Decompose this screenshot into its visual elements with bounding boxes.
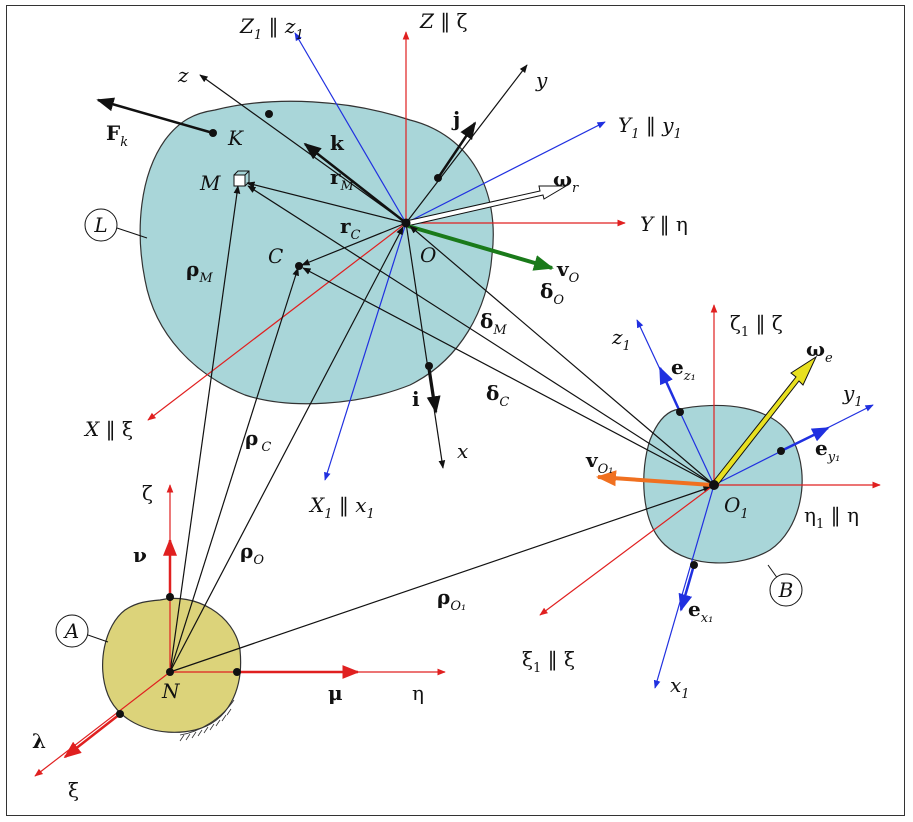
axis-X-xi [147, 222, 407, 421]
label-xi1: ξ1 ‖ ξ [522, 647, 575, 676]
label-body-B: B [767, 564, 803, 607]
label-axis-x: x [457, 439, 468, 463]
unit-ex1 [678, 564, 696, 612]
label-eta1: η1 ‖ η [804, 503, 859, 532]
vector-deltaC [302, 267, 715, 486]
label-axis-Y1-y1: Y1 ‖ y1 [618, 113, 682, 142]
vector-rhoM [169, 185, 241, 673]
label-O1: O1 [724, 493, 749, 522]
label-axis-z: z [177, 63, 189, 87]
label-deltaC: δC [486, 381, 509, 410]
label-body-L: L [84, 208, 148, 242]
label-nu: ν [133, 543, 147, 567]
label-z1: z1 [611, 325, 631, 354]
unit-j [436, 121, 477, 179]
svg-text:B: B [778, 578, 794, 602]
axis-X1-x1 [324, 222, 407, 481]
unit-i [426, 365, 441, 414]
axis-N-xi [34, 671, 171, 777]
axis-Z1-z1 [294, 32, 407, 224]
label-ex1: ex₁ [688, 597, 713, 626]
vector-omega-r [405, 185, 568, 227]
point-M-element-shade [233, 170, 250, 187]
point-M-element [233, 174, 246, 187]
vector-rhoC [169, 267, 299, 673]
label-axis-X-xi: X ‖ ξ [83, 417, 133, 442]
label-rhoO1: ρO₁ [437, 585, 466, 614]
label-rM: rM [330, 165, 355, 194]
vector-rhoO [169, 226, 404, 673]
label-axis-X1-x1: X1 ‖ x1 [308, 493, 375, 522]
vector-deltaM [247, 185, 715, 486]
vector-rM [246, 181, 407, 224]
axis-x1 [653, 484, 715, 689]
label-N-eta: η [412, 681, 424, 705]
points [116, 110, 785, 718]
label-body-A: A [55, 614, 109, 648]
label-unit-k: k [330, 131, 345, 155]
label-K: K [227, 126, 244, 150]
label-unit-i: i [412, 387, 420, 411]
label-Fk: Fk [106, 121, 128, 150]
hatching [179, 699, 235, 742]
vector-rC [301, 222, 407, 266]
label-N-xi: ξ [68, 778, 79, 802]
vector-omega-e [711, 355, 818, 488]
label-deltaO: δO [540, 279, 564, 308]
force-Fk [96, 97, 214, 135]
label-N-zeta: ζ [142, 481, 153, 505]
label-lambda: λ [32, 729, 46, 753]
body-B [643, 404, 803, 564]
label-axis-Z1-z1: Z1 ‖ z1 [239, 14, 304, 43]
axis-xi1 [539, 484, 715, 616]
label-y1: y1 [842, 381, 863, 410]
label-N: N [161, 679, 181, 703]
label-zeta1: ζ1 ‖ ζ [730, 311, 783, 340]
label-ez1: ez₁ [671, 355, 696, 384]
label-rhoM: ρM [186, 257, 213, 286]
label-C: C [268, 244, 283, 268]
label-axis-Y-eta: Y ‖ η [640, 212, 688, 237]
axis-x [405, 222, 446, 469]
label-vO: vO [556, 257, 580, 286]
label-mu: μ [328, 681, 343, 705]
label-x1: x1 [670, 673, 690, 702]
label-omega-r: ωr [553, 167, 579, 196]
label-M: M [199, 171, 221, 195]
label-axis-y: y [535, 68, 548, 92]
axis-z [199, 74, 407, 224]
label-O: O [420, 243, 436, 267]
svg-text:A: A [63, 619, 79, 643]
label-axis-Z-zeta: Z ‖ ζ [419, 9, 468, 34]
label-rhoO: ρO [240, 539, 264, 568]
unit-lambda [63, 713, 121, 759]
unit-ey1 [780, 426, 830, 453]
label-deltaM: δM [480, 309, 507, 338]
label-unit-j: j [451, 107, 460, 131]
vector-deltaO [409, 225, 715, 486]
unit-ez1 [658, 366, 682, 413]
vector-rhoO1 [169, 486, 712, 673]
label-rC: rC [340, 214, 361, 243]
unit-k [303, 142, 407, 224]
label-ey1: ey₁ [815, 436, 840, 465]
vector-vO [407, 224, 554, 271]
label-vO1: vO₁ [585, 448, 614, 477]
body-L [139, 100, 494, 405]
label-omega-e: ωe [806, 337, 833, 366]
svg-text:L: L [93, 213, 107, 237]
vector-vO1 [596, 470, 713, 487]
axis-Y1-y1 [405, 121, 606, 224]
axis-y [405, 64, 528, 224]
